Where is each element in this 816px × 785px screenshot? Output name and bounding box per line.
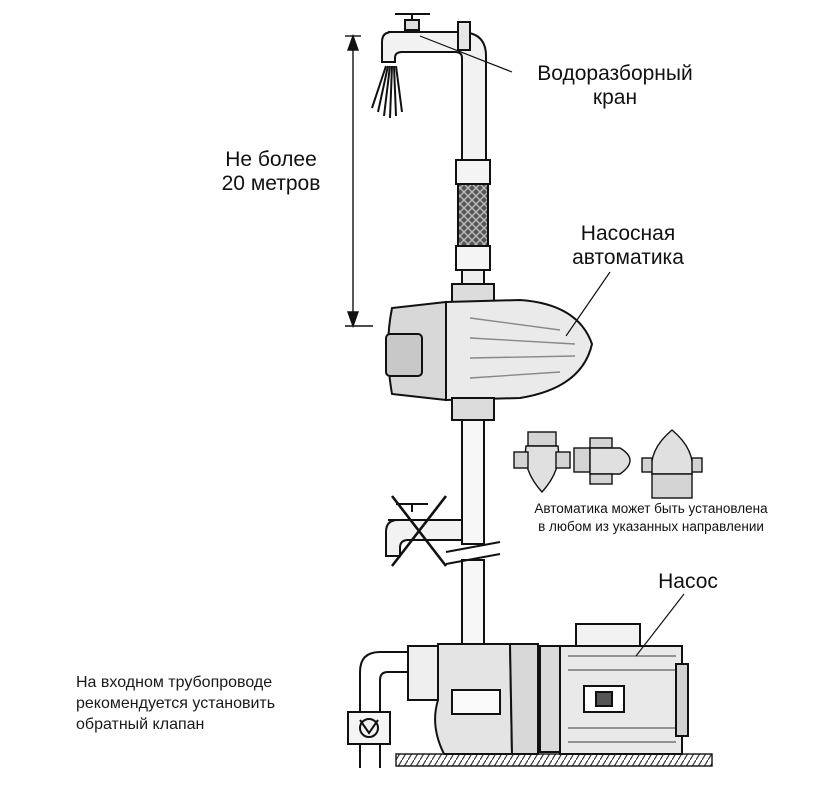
faucet: [381, 13, 487, 161]
height-label: Не более 20 метров: [221, 148, 321, 195]
inlet-pipe: [359, 651, 408, 712]
pump-body: [407, 643, 539, 755]
flexible-hose: [455, 159, 491, 287]
pump-leader-line: [635, 593, 685, 657]
inlet-check-valve-note: На входном трубопроводе рекомендуется ус…: [76, 674, 276, 733]
vertical-pipe: [445, 419, 501, 647]
automatics-leader-line: [565, 271, 611, 337]
orientation-icon-horizontal: [573, 437, 631, 485]
faucet-label: Водоразборный кран: [537, 62, 693, 109]
ground-base: [395, 753, 713, 767]
side-faucet-not-recommended: [385, 495, 463, 567]
pump-label: Насос: [658, 570, 718, 593]
orientation-note: Автоматика может быть установлена в любо…: [534, 501, 768, 534]
check-valve: [347, 711, 391, 768]
faucet-leader-line: [419, 35, 513, 73]
orientation-icon-vertical-down: [641, 429, 703, 499]
automatics-label: Насосная автоматика: [572, 222, 684, 269]
orientation-icon-vertical-up: [513, 431, 571, 494]
water-jet: [371, 65, 403, 119]
height-dimension-line: [345, 33, 373, 329]
pump-automatics-unit: [385, 283, 594, 421]
pump-motor: [539, 623, 689, 755]
